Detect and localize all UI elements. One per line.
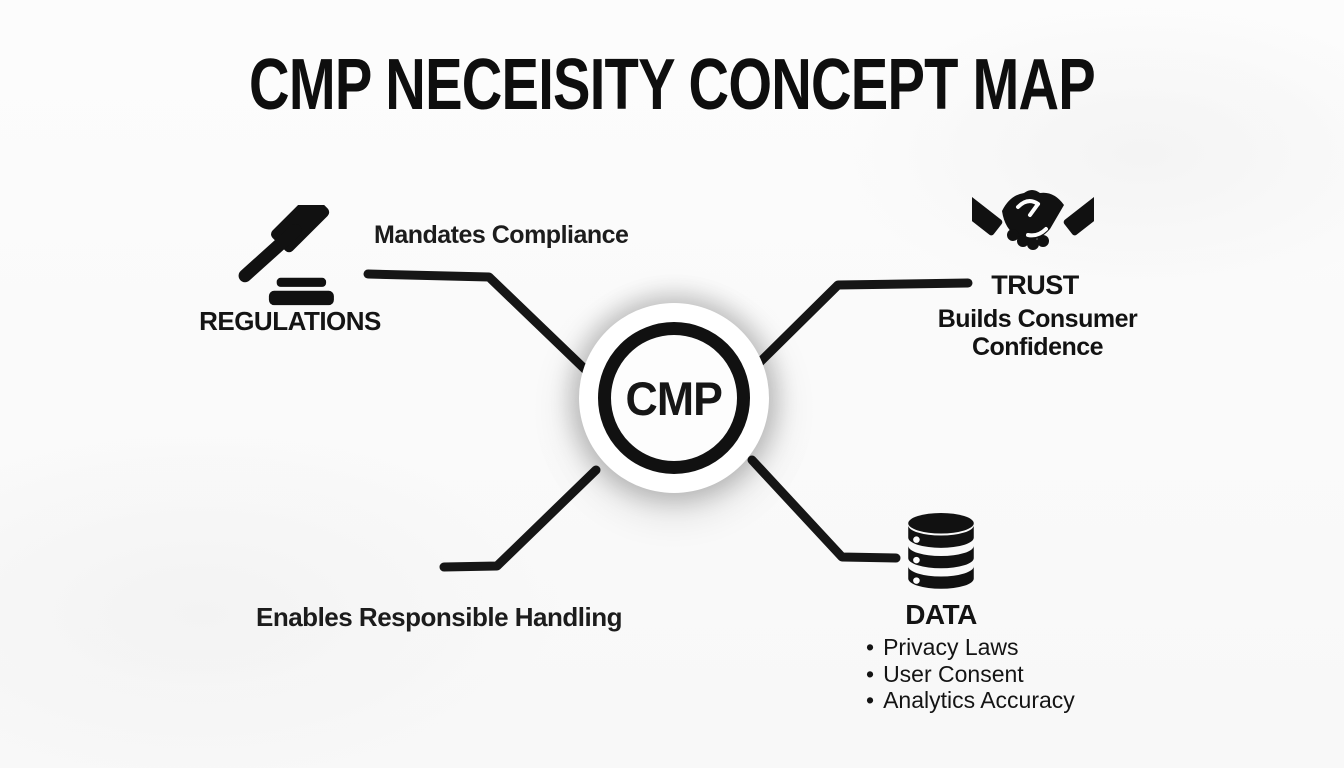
edge-cmp-data — [747, 455, 901, 563]
trust-description: Builds Consumer Confidence — [937, 305, 1138, 361]
edge-mandates-compliance-label: Mandates Compliance — [374, 221, 629, 249]
list-item: User Consent — [866, 661, 1075, 688]
edge-cmp-handling — [439, 465, 601, 572]
edge-cmp-trust — [751, 278, 973, 371]
page-title: CMP NECEISITY CONCEPT MAP — [249, 45, 1096, 125]
cmp-ring: CMP — [598, 322, 750, 474]
handshake-icon — [972, 183, 1094, 255]
cmp-center-node: CMP — [579, 303, 769, 493]
node-trust-label: TRUST — [991, 270, 1079, 300]
list-item: Analytics Accuracy — [866, 687, 1075, 714]
node-regulations-label: REGULATIONS — [199, 306, 381, 336]
data-bullet-list: Privacy Laws User Consent Analytics Accu… — [866, 634, 1075, 714]
node-data-label: DATA — [905, 599, 977, 630]
database-icon — [905, 512, 977, 598]
cmp-label: CMP — [625, 371, 723, 425]
gavel-icon — [226, 205, 356, 309]
edge-responsible-handling-label: Enables Responsible Handling — [256, 602, 622, 632]
edge-regulations-cmp — [363, 269, 597, 381]
list-item: Privacy Laws — [866, 634, 1075, 661]
